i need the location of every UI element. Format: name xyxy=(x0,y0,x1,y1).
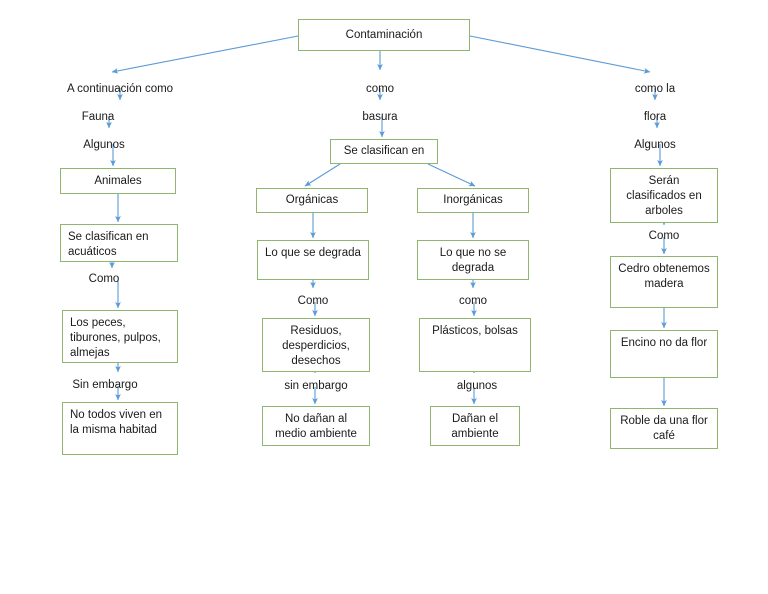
edge-label-l-como5: Como xyxy=(648,230,680,242)
node-label: Residuos, desperdicios, desechos xyxy=(282,325,350,367)
node-label: No todos viven en la misma habitad xyxy=(70,409,163,436)
node-label: Los peces, tiburones, pulpos, almejas xyxy=(70,317,161,359)
edge-label-l-algunos2: algunos xyxy=(456,380,498,392)
node-label: Orgánicas xyxy=(285,194,339,206)
edge-label-l-fauna: Fauna xyxy=(81,111,115,123)
node-label: Encino no da flor xyxy=(620,337,708,349)
edge-label-l-comola: como la xyxy=(634,83,676,95)
node-root[interactable]: Contaminación xyxy=(298,19,470,51)
node-roble[interactable]: Roble da una flor café xyxy=(610,408,718,449)
node-label: Plásticos, bolsas xyxy=(432,325,518,337)
edge-label-l-sinemb1: Sin embargo xyxy=(72,379,138,391)
node-label: Serán clasificados en arboles xyxy=(626,175,702,217)
node-se-clasifican[interactable]: Se clasifican en xyxy=(330,139,438,164)
node-inorganicas[interactable]: Inorgánicas xyxy=(417,188,529,213)
edge-label-l-sinemb2: sin embargo xyxy=(284,380,348,392)
node-no-danan[interactable]: No dañan al medio ambiente xyxy=(262,406,370,446)
node-label: Cedro obtenemos madera xyxy=(618,263,710,290)
node-no-degrada[interactable]: Lo que no se degrada xyxy=(417,240,529,280)
node-label: Lo que no se degrada xyxy=(439,247,507,274)
node-organicas[interactable]: Orgánicas xyxy=(256,188,368,213)
node-label: Se clasifican en xyxy=(343,145,425,157)
node-degrada[interactable]: Lo que se degrada xyxy=(257,240,369,280)
edge-label-l-como2: como xyxy=(365,83,395,95)
edge-label-l-como4: como xyxy=(458,295,488,307)
node-danan[interactable]: Dañan el ambiente xyxy=(430,406,520,446)
node-encino[interactable]: Encino no da flor xyxy=(610,330,718,378)
edge-label-l-basura: basura xyxy=(362,111,398,123)
node-label: Animales xyxy=(94,174,142,187)
node-label: Contaminación xyxy=(345,28,423,41)
node-clasif-acu[interactable]: Se clasifican en acuáticos xyxy=(60,224,178,262)
connector-arrow xyxy=(469,35,651,74)
node-cedro[interactable]: Cedro obtenemos madera xyxy=(610,256,718,308)
node-label: No dañan al medio ambiente xyxy=(275,413,357,440)
node-label: Se clasifican en acuáticos xyxy=(68,231,149,258)
node-label: Inorgánicas xyxy=(443,194,503,206)
node-animales[interactable]: Animales xyxy=(60,168,176,194)
node-residuos[interactable]: Residuos, desperdicios, desechos xyxy=(262,318,370,372)
node-label: Roble da una flor café xyxy=(620,415,708,442)
node-plasticos[interactable]: Plásticos, bolsas xyxy=(419,318,531,372)
node-label: Dañan el ambiente xyxy=(451,413,499,440)
edge-label-l-acont: A continuación como xyxy=(66,83,174,95)
connector-arrow xyxy=(111,35,299,74)
node-peces[interactable]: Los peces, tiburones, pulpos, almejas xyxy=(62,310,178,363)
edge-label-l-algunos3: Algunos xyxy=(634,139,676,151)
edge-label-l-algunos: Algunos xyxy=(83,139,125,151)
edge-label-l-flora: flora xyxy=(643,111,667,123)
connector-arrow xyxy=(427,163,476,187)
node-arboles[interactable]: Serán clasificados en arboles xyxy=(610,168,718,223)
node-label: Lo que se degrada xyxy=(265,247,361,259)
edge-label-l-como3: Como xyxy=(297,295,329,307)
connector-arrow xyxy=(304,163,341,187)
node-no-todos[interactable]: No todos viven en la misma habitad xyxy=(62,402,178,455)
edge-label-l-como1: Como xyxy=(88,273,120,285)
